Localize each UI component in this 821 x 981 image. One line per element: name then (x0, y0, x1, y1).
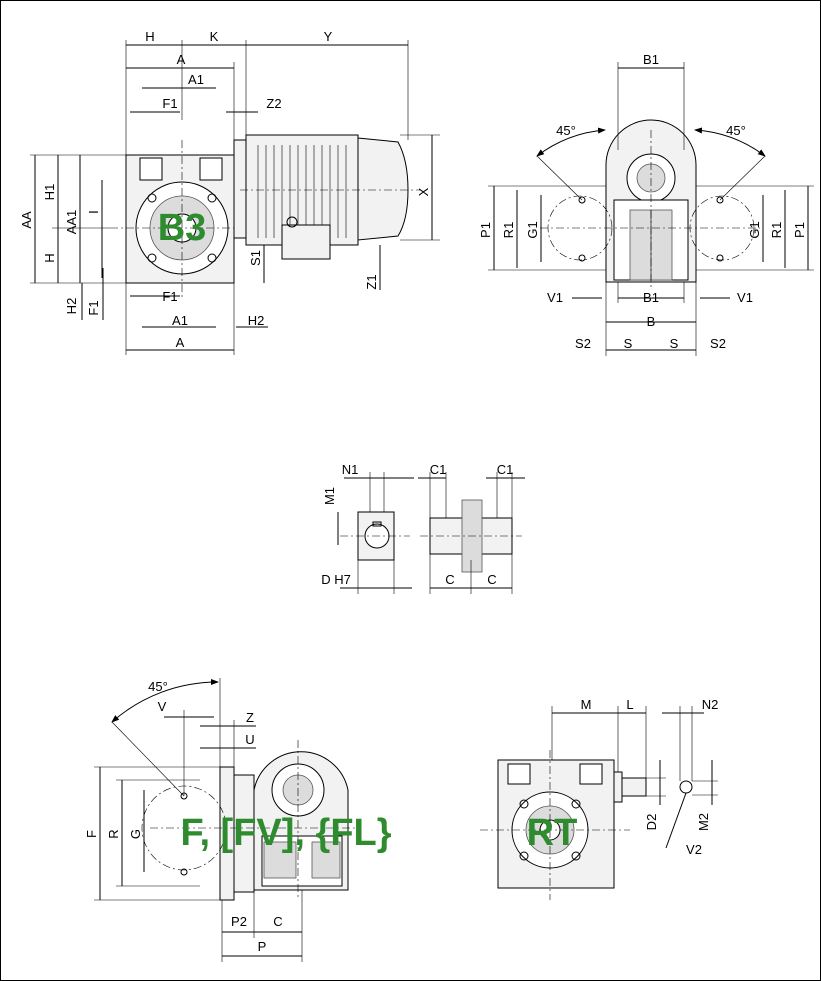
dim-label-l: L (626, 697, 633, 712)
dim-label-aa: AA (19, 211, 34, 229)
dim-label-r1-right: R1 (769, 222, 784, 239)
dim-label-a1-bottom: A1 (172, 313, 188, 328)
dim-label-d-h7: D H7 (321, 572, 351, 587)
dim-label-a-bottom: A (176, 335, 185, 350)
dim-label-z1: Z1 (364, 274, 379, 289)
dim-label-g1-left: G1 (525, 221, 540, 238)
dim-label-v1-left: V1 (547, 290, 563, 305)
dim-label-p1-left: P1 (478, 222, 493, 238)
dim-label-f1-bottom: F1 (162, 289, 177, 304)
dim-label-y: Y (324, 29, 333, 44)
dim-label-h-lower: H (42, 253, 57, 262)
dim-label-c1-right: C1 (497, 462, 514, 477)
dim-label-s2-right: S2 (710, 336, 726, 351)
dim-label-angle-45: 45° (148, 679, 168, 694)
b3-terminal-box (281, 224, 331, 260)
dim-label-a1: A1 (188, 72, 204, 87)
dim-label-u: U (245, 732, 254, 747)
badge-rt: RT (527, 812, 578, 854)
dim-label-d2: D2 (644, 814, 659, 831)
dim-label-aa1: AA1 (64, 210, 79, 235)
dim-label-s-right: S (670, 336, 679, 351)
dim-label-z: Z (246, 710, 254, 725)
view-flange: 45° V Z U F R G P2 C P F, [FV], {FL} (84, 678, 392, 962)
dim-label-i: I (86, 210, 101, 214)
dim-label-v: V (158, 699, 167, 714)
dim-label-v2: V2 (686, 842, 702, 857)
dim-label-f: F (84, 830, 99, 838)
dim-label-r: R (106, 829, 121, 838)
dim-label-f1: F1 (162, 96, 177, 111)
view-b3: H K Y A A1 F1 Z2 X H1 AA AA1 I H S1 Z1 H… (19, 29, 440, 355)
dim-label-p: P (258, 939, 267, 954)
dim-label-n2: N2 (702, 697, 719, 712)
dim-label-z2: Z2 (266, 96, 281, 111)
dim-label-h: H (145, 29, 154, 44)
dim-label-h2-bottom: H2 (248, 313, 265, 328)
dim-label-g1-right: G1 (747, 221, 762, 238)
dim-label-b1-bottom: B1 (643, 290, 659, 305)
dim-label-m1: M1 (322, 487, 337, 505)
view-shaft-detail: N1 M1 D H7 C1 C1 C C (321, 462, 525, 594)
dim-label-s2-left: S2 (575, 336, 591, 351)
dim-label-b1-top: B1 (643, 52, 659, 67)
dim-label-k: K (210, 29, 219, 44)
dim-label-p1-right: P1 (792, 222, 807, 238)
badge-flange: F, [FV], {FL} (180, 812, 391, 854)
rt-shaft-end (679, 780, 693, 794)
b3-motor-fan-cover (357, 137, 409, 241)
dim-label-angle-left: 45° (556, 123, 576, 138)
dim-label-x: X (416, 187, 431, 196)
view-rt: M L N2 D2 M2 V2 RT (480, 697, 718, 900)
dim-label-n1: N1 (342, 462, 359, 477)
dim-label-f1-left: F1 (86, 300, 101, 315)
dim-label-m2: M2 (696, 813, 711, 831)
dim-label-b: B (647, 314, 656, 329)
dim-label-c-left: C (445, 572, 454, 587)
dim-label-g: G (128, 829, 143, 839)
dim-label-h2-left: H2 (64, 298, 79, 315)
dim-label-v1-right: V1 (737, 290, 753, 305)
dim-label-s1: S1 (248, 250, 263, 266)
dim-label-c-flange: C (273, 914, 282, 929)
badge-b3: B3 (158, 207, 207, 249)
dim-label-a: A (177, 52, 186, 67)
rt-shaft (621, 777, 647, 797)
dim-label-r1-left: R1 (501, 222, 516, 239)
view-side: B1 45° 45° P1 R1 G1 G1 R1 P1 V1 B1 V1 B … (478, 52, 814, 356)
dim-label-s-left: S (624, 336, 633, 351)
dim-label-c-right: C (487, 572, 496, 587)
dim-label-p2: P2 (231, 914, 247, 929)
dim-label-c1-left: C1 (430, 462, 447, 477)
dim-label-angle-right: 45° (726, 123, 746, 138)
dim-label-h1: H1 (42, 184, 57, 201)
dim-label-m: M (581, 697, 592, 712)
